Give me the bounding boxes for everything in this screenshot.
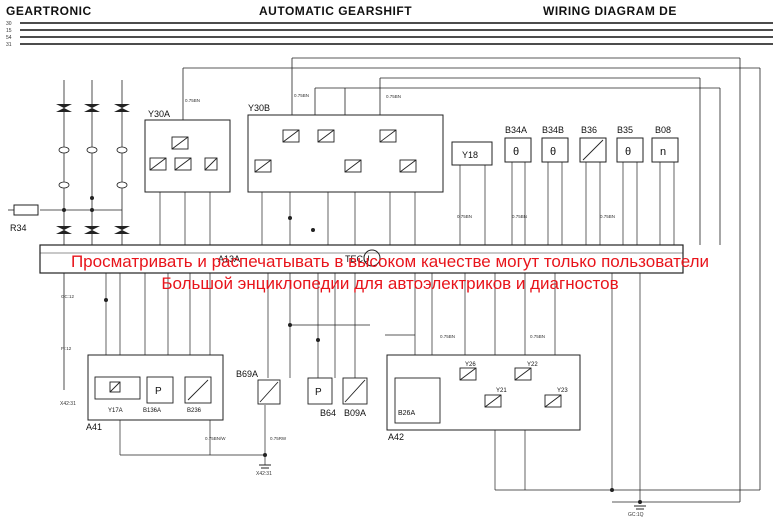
diagram-header: GEARTRONIC AUTOMATIC GEARSHIFT WIRING DI… <box>0 0 773 20</box>
ground-label-a: X42:31 <box>256 471 272 477</box>
wire-label: GC:12 <box>61 294 75 299</box>
bus-label-30: 30 <box>6 21 12 27</box>
wire-label: 0.75BN <box>185 98 200 103</box>
wire-label: 0.75BN/W <box>205 436 226 441</box>
bus-label-31: 31 <box>6 42 12 48</box>
b136a-label: B136A <box>143 408 161 414</box>
y17a-label: Y17A <box>108 408 123 414</box>
a41-label: A41 <box>86 422 102 432</box>
sensor-icon <box>504 137 679 163</box>
bus-label-15: 15 <box>6 28 12 34</box>
a42-label: A42 <box>388 432 404 442</box>
y30b-label: Y30B <box>248 103 270 113</box>
tecu-label: TECU <box>345 254 370 264</box>
y30a-label: Y30A <box>148 109 170 119</box>
wire-label: 0.75BN <box>457 214 472 219</box>
header-center-title: AUTOMATIC GEARSHIFT <box>259 4 413 18</box>
y21-label: Y21 <box>496 388 507 394</box>
b69a-label: B69A <box>236 369 258 379</box>
b64-label: B64 <box>320 408 336 418</box>
b26a-label: B26A <box>398 410 415 417</box>
svg-text:n: n <box>660 146 666 158</box>
power-bus <box>20 22 773 45</box>
r34-label: R34 <box>10 223 27 233</box>
ground-icon <box>259 464 271 469</box>
svg-text:θ: θ <box>625 146 631 158</box>
b36-label: B36 <box>581 125 597 135</box>
resistor-icon <box>8 204 39 216</box>
wire-label: FI:12 <box>61 346 72 351</box>
svg-text:P: P <box>155 386 162 397</box>
bus-label-54: 54 <box>6 35 12 41</box>
svg-text:θ: θ <box>550 146 556 158</box>
ground-label-left: X42:31 <box>60 401 76 407</box>
y23-label: Y23 <box>557 388 568 394</box>
y22-label: Y22 <box>527 362 538 368</box>
wire-label: 0.75BN <box>386 94 401 99</box>
y26-label: Y26 <box>465 362 476 368</box>
ground-label-b: GC:1Q <box>628 512 644 518</box>
wire-label: 0.75BN <box>294 93 309 98</box>
watermark-line-2: Большой энциклопедии для автоэлектриков … <box>161 274 619 293</box>
b34a-label: B34A <box>505 125 527 135</box>
header-left-title: GEARTRONIC <box>6 4 92 18</box>
b34b-label: B34B <box>542 125 564 135</box>
wire-label: 0.75BN <box>600 214 615 219</box>
b08-label: B08 <box>655 125 671 135</box>
wire-label: 0.75BN <box>530 334 545 339</box>
y18-label: Y18 <box>462 150 478 160</box>
b236-label: B236 <box>187 408 202 414</box>
b35-label: B35 <box>617 125 633 135</box>
ground-icon <box>634 505 646 510</box>
a13a-label: A13A <box>218 254 240 264</box>
b09a-label: B09A <box>344 408 366 418</box>
svg-text:P: P <box>315 387 322 398</box>
watermark-line-1: Просматривать и распечатывать в высоком … <box>70 252 710 271</box>
svg-text:θ: θ <box>513 146 519 158</box>
solenoid-icon <box>149 136 218 171</box>
header-right-title: WIRING DIAGRAM DE <box>543 4 677 18</box>
wire-label: 0.75RW <box>270 436 287 441</box>
wire-label: 0.75BN <box>440 334 455 339</box>
wire-label: 0.75BN <box>512 214 527 219</box>
